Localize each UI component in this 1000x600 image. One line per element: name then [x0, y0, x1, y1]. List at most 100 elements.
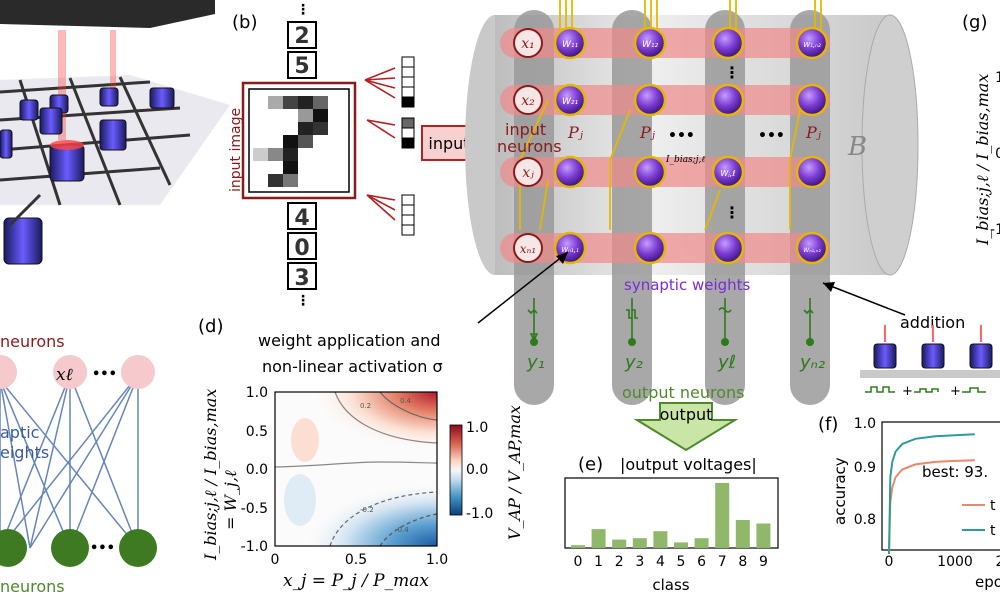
neuron-sphere	[795, 155, 829, 189]
weights-label-part: eights	[0, 443, 49, 462]
bar-xtick: 9	[759, 554, 768, 570]
digit-thumb	[287, 202, 317, 230]
acc-ytick: 0.9	[854, 460, 876, 476]
neuron-sphere	[711, 83, 745, 117]
bar	[591, 529, 606, 548]
input-node-x1	[513, 28, 543, 58]
digit-thumb-text: 4	[294, 206, 309, 231]
input-neurons-label-1: input	[505, 120, 546, 139]
vdots: ⋮	[724, 203, 740, 222]
neural-network-diagram: neurons xℓ ••• aptic eights ••• neurons	[0, 332, 157, 596]
output-neurons-label: neurons	[0, 577, 65, 596]
bar-group	[571, 482, 771, 548]
weight-label: Wₙ₁,₁	[561, 246, 579, 254]
accuracy-series	[888, 459, 975, 555]
vdots: ⋮	[296, 293, 310, 309]
input-neuron-x-ell	[53, 355, 87, 389]
dots: •••	[90, 541, 115, 556]
bar	[715, 482, 730, 548]
ytick: -0.5	[241, 501, 268, 517]
plus-sign: +	[950, 384, 961, 399]
bar	[571, 545, 585, 548]
input-image-label: input image	[228, 108, 244, 192]
bar	[694, 538, 709, 548]
acc-y-label: accuracy	[831, 457, 849, 525]
neuron-sphere	[633, 155, 667, 189]
acc-ytick: 0.8	[854, 512, 876, 528]
acc-annotation: best: 93.	[922, 463, 988, 481]
input-image-frame	[241, 81, 357, 200]
cbar-tick: 1.0	[466, 420, 488, 436]
digit-thumb	[287, 232, 317, 260]
acc-xtick: 0	[885, 554, 894, 570]
neuron-sphere	[553, 155, 587, 189]
panel-g-tick: 0	[995, 146, 1000, 162]
input-neuron	[0, 355, 17, 389]
y-axis-label: I_bias;j,ℓ / I_bias,max	[201, 389, 220, 561]
x-label: x₂	[521, 93, 535, 109]
pixel-vector	[401, 56, 415, 236]
neuron-sphere	[553, 83, 587, 117]
acc-ytick: 1.0	[854, 416, 876, 432]
acc-xtick: 1000	[937, 554, 973, 570]
input-arrow-label: input	[428, 134, 469, 153]
y-label: y₁	[526, 352, 545, 373]
panel-g-tick: -1	[990, 222, 1000, 238]
acc-x-label: epochs	[975, 573, 1000, 591]
input-neurons-label: neurons	[0, 332, 65, 351]
output-neuron	[0, 529, 27, 567]
ytick: 0.0	[246, 462, 268, 478]
ibias-label: I_bias;j,ℓ	[665, 155, 705, 165]
x-label: xₙ₁	[520, 242, 536, 256]
neuron-sphere	[795, 83, 829, 117]
bar	[632, 538, 647, 548]
neuron-sphere	[711, 231, 745, 265]
neuron-sphere	[633, 83, 667, 117]
bar-xtick: 3	[635, 554, 644, 570]
bar-xtick: 6	[697, 554, 706, 570]
vdots: ⋮	[724, 63, 740, 82]
output-neurons-label: output neurons	[622, 383, 744, 402]
legend-label: t	[990, 498, 996, 514]
colorbar-label: V_AP / V_AP,max	[505, 405, 524, 540]
panel-d: (d) 0.2 0.4 -0.2 -0.4 1.0 0.5 0.0 -0.5 -…	[198, 316, 524, 591]
photonic-chip: B x₁ x₂	[465, 0, 919, 452]
digit-thumb	[287, 21, 317, 49]
y-axis-label-2: = W_j,ℓ	[221, 470, 240, 530]
bar	[612, 539, 627, 548]
x-label: xⱼ	[522, 165, 534, 181]
digit-thumb	[287, 51, 317, 79]
panel-f-label: (f)	[818, 414, 838, 435]
cbar-tick: 0.0	[466, 462, 488, 478]
x-axis-label: x_j = P_j / P_max	[283, 571, 429, 591]
bar-xtick: 5	[677, 554, 686, 570]
ytick: -1.0	[241, 539, 268, 555]
bar-x-label: class	[652, 576, 689, 594]
cylinder-end-right	[861, 14, 919, 276]
synaptic-label-part: aptic	[0, 423, 39, 442]
neuron-sphere	[795, 26, 829, 60]
weight-label: W₁₁	[562, 40, 579, 50]
magnetic-field-label: B	[847, 132, 867, 162]
digit-thumb-text: 3	[294, 266, 309, 291]
y-label: yℓ	[717, 352, 736, 373]
ytick: 1.0	[246, 385, 268, 401]
bar	[653, 531, 668, 548]
output-arrow	[633, 402, 739, 452]
acc-xtick: 2	[996, 554, 1000, 570]
panel-e-label: (e)	[578, 454, 603, 475]
xtick: 0.5	[345, 552, 367, 568]
cbar-tick: -1.0	[466, 506, 493, 522]
power-label: Pⱼ	[567, 123, 584, 142]
xtick: 0	[271, 552, 280, 568]
accuracy-series	[888, 433, 975, 555]
addition-label: addition	[900, 313, 965, 332]
contour-label: -0.4	[395, 526, 409, 534]
dots: •••	[668, 128, 695, 144]
weight-note-line2: non-linear activation σ	[262, 357, 443, 376]
pixel-arrows	[364, 67, 396, 221]
neuron-sphere	[711, 155, 745, 189]
contour-label: 0.4	[400, 397, 412, 405]
digit-thumb-text: 2	[294, 24, 309, 49]
